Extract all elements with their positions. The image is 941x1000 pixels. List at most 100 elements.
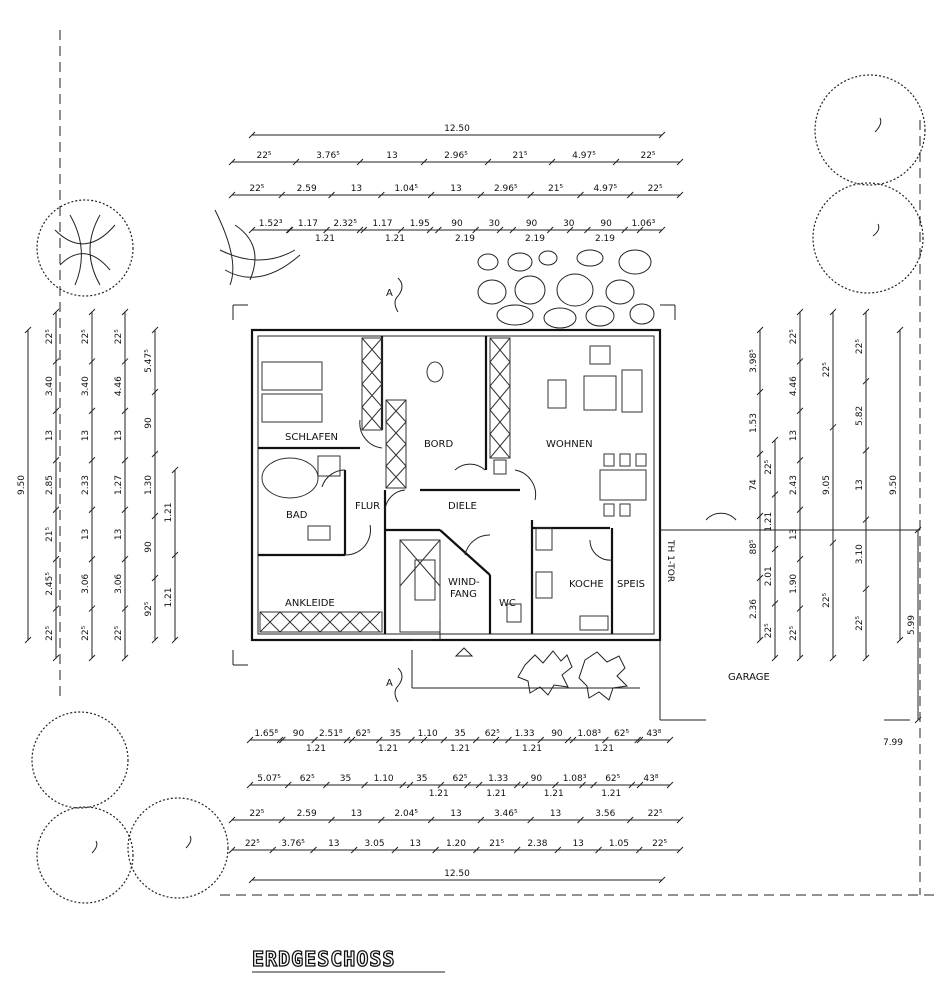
building <box>232 304 920 721</box>
dim-top-row3-label: 22⁵ <box>648 184 663 194</box>
dim-top-row3-label: 21⁵ <box>548 184 563 194</box>
dim-right-col2-label: 2.01 <box>764 566 774 586</box>
dim-right-col4-label: 22⁵ <box>822 362 832 377</box>
dim-garage-width-label: 7.99 <box>883 738 903 748</box>
dim-top-row2-label: 3.76⁵ <box>316 151 340 161</box>
dim-bottom-row2-label: 1.08³ <box>563 774 587 784</box>
dim-top-total-label: 12.50 <box>444 124 470 134</box>
dim-bottom-row1b-label: 1.21 <box>522 744 542 754</box>
dim-left-col4-label: 3.06 <box>114 574 124 594</box>
dim-top-row4-label: 1.17 <box>298 219 318 229</box>
dim-right-col1-label: 3.98⁵ <box>749 349 759 373</box>
dim-bottom-row2b-label: 1.21 <box>486 789 506 799</box>
dim-right-col3-label: 22⁵ <box>789 625 799 640</box>
dim-top-row4-label: 90 <box>526 219 538 229</box>
dim-top-row2-label: 2.96⁵ <box>444 151 468 161</box>
dim-bottom-row2b-label: 1.21 <box>429 789 449 799</box>
dim-top-row4-label: 90 <box>600 219 612 229</box>
room-labels: SCHLAFEN BORD WOHNEN BAD FLUR DIELE WIND… <box>285 277 770 703</box>
room-bord: BORD <box>424 439 454 450</box>
dim-bottom-row1-label: 62⁵ <box>356 729 371 739</box>
dim-left-col3-label: 2.33 <box>81 475 91 495</box>
room-diele: DIELE <box>448 501 477 512</box>
dim-bottom-row1-label: 35 <box>390 729 401 739</box>
room-ankleide: ANKLEIDE <box>285 598 335 609</box>
dim-right-col3-label: 13 <box>789 430 799 441</box>
wardrobes <box>259 337 553 633</box>
room-schlafen: SCHLAFEN <box>285 432 338 443</box>
dim-top-row5-label: 2.19 <box>525 234 545 244</box>
dim-bottom-row1b-label: 1.21 <box>378 744 398 754</box>
dim-bottom-row4-label: 3.76⁵ <box>281 839 305 849</box>
dim-bottom-row4-label: 22⁵ <box>245 839 260 849</box>
dim-left-col5-label: 1.30 <box>144 475 154 495</box>
dim-top-row5-label: 1.21 <box>315 234 335 244</box>
dim-left-col5-label: 5.47⁵ <box>144 349 154 373</box>
dim-right-col5-label: 13 <box>855 479 865 490</box>
dim-bottom-row1-label: 1.33 <box>515 729 535 739</box>
dim-right-col4-label: 9.05 <box>822 475 832 495</box>
dim-bottom-row1b-label: 1.21 <box>450 744 470 754</box>
room-wc: WC <box>499 598 516 609</box>
dim-right-col4-label: 22⁵ <box>822 592 832 607</box>
dim-bottom-row3-label: 3.46⁵ <box>494 809 518 819</box>
dim-left-total-label: 9.50 <box>17 475 27 495</box>
doors <box>321 419 737 641</box>
dim-bottom-row2-label: 43⁸ <box>643 774 658 784</box>
dim-left-col3-label: 13 <box>81 529 91 540</box>
room-koche: KOCHE <box>569 579 604 590</box>
room-bad: BAD <box>286 510 308 521</box>
dim-left-col4-label: 1.27 <box>114 475 124 495</box>
dim-right-col2-label: 22⁵ <box>764 459 774 474</box>
dim-top-row5-label: 1.21 <box>385 234 405 244</box>
dim-bottom-row2-label: 62⁵ <box>605 774 620 784</box>
dim-bottom-row1-label: 62⁵ <box>614 729 629 739</box>
dim-left-col2-label: 3.40 <box>45 376 55 396</box>
dim-left-col4-label: 4.46 <box>114 376 124 396</box>
dim-top-row2-label: 4.97⁵ <box>572 151 596 161</box>
dim-bottom-row4-label: 3.05 <box>365 839 385 849</box>
dim-left-col2-label: 21⁵ <box>45 527 55 542</box>
dim-bottom-row1b-label: 1.21 <box>306 744 326 754</box>
dim-bottom-row3-label: 3.56 <box>595 809 615 819</box>
dim-top-row3-label: 2.96⁵ <box>494 184 518 194</box>
dim-top-row3-label: 1.04⁵ <box>394 184 418 194</box>
dim-right-col3-label: 1.90 <box>789 574 799 594</box>
dim-top-row4-label: 1.52³ <box>259 219 283 229</box>
dim-right-col5-label: 3.10 <box>855 544 865 564</box>
dim-bottom-row4-label: 1.05 <box>609 839 629 849</box>
dim-left-col3-label: 3.06 <box>81 574 91 594</box>
dim-left-col4-label: 22⁵ <box>114 625 124 640</box>
dim-bottom-row1b-label: 1.21 <box>594 744 614 754</box>
dim-top-row4-label: 2.32⁵ <box>333 219 357 229</box>
dim-left-col6-label: 1.21 <box>164 502 174 522</box>
room-windfang-line2: FANG <box>450 589 477 600</box>
dim-top-row3-label: 22⁵ <box>249 184 264 194</box>
dim-bottom-row4-label: 13 <box>410 839 421 849</box>
dim-right-col5-label: 5.82 <box>855 406 865 426</box>
dim-bottom-row3-label: 22⁵ <box>249 809 264 819</box>
dim-left-col3-label: 3.40 <box>81 376 91 396</box>
dim-top-row3-label: 13 <box>450 184 461 194</box>
dim-right-col1-label: 74 <box>749 479 759 491</box>
dim-bottom-row1-label: 1.10 <box>418 729 438 739</box>
dim-left-col5-label: 90 <box>144 541 154 553</box>
dim-right-col6-label: 9.50 <box>889 475 899 495</box>
dim-top-row4-label: 1.17 <box>372 219 392 229</box>
dim-bottom-row1-label: 90 <box>551 729 563 739</box>
dim-bottom-row2b-label: 1.21 <box>544 789 564 799</box>
dim-right-col1-label: 1.53 <box>749 413 759 433</box>
dim-bottom-row1-label: 1.08³ <box>577 729 601 739</box>
dim-left-col4-label: 13 <box>114 430 124 441</box>
dim-bottom-row1-label: 2.51⁸ <box>319 729 343 739</box>
dim-bottom-row2-label: 1.10 <box>374 774 394 784</box>
room-windfang-line1: WIND- <box>448 577 480 588</box>
dim-right-col7-label: 5.99 <box>907 615 917 635</box>
dim-bottom-row4-label: 13 <box>328 839 339 849</box>
room-speis: SPEIS <box>617 579 645 590</box>
dim-top-row4-label: 30 <box>489 219 501 229</box>
dim-top-row4-label: 90 <box>451 219 463 229</box>
dim-bottom-row2-label: 5.07⁵ <box>257 774 281 784</box>
dim-bottom-row3-label: 13 <box>450 809 461 819</box>
